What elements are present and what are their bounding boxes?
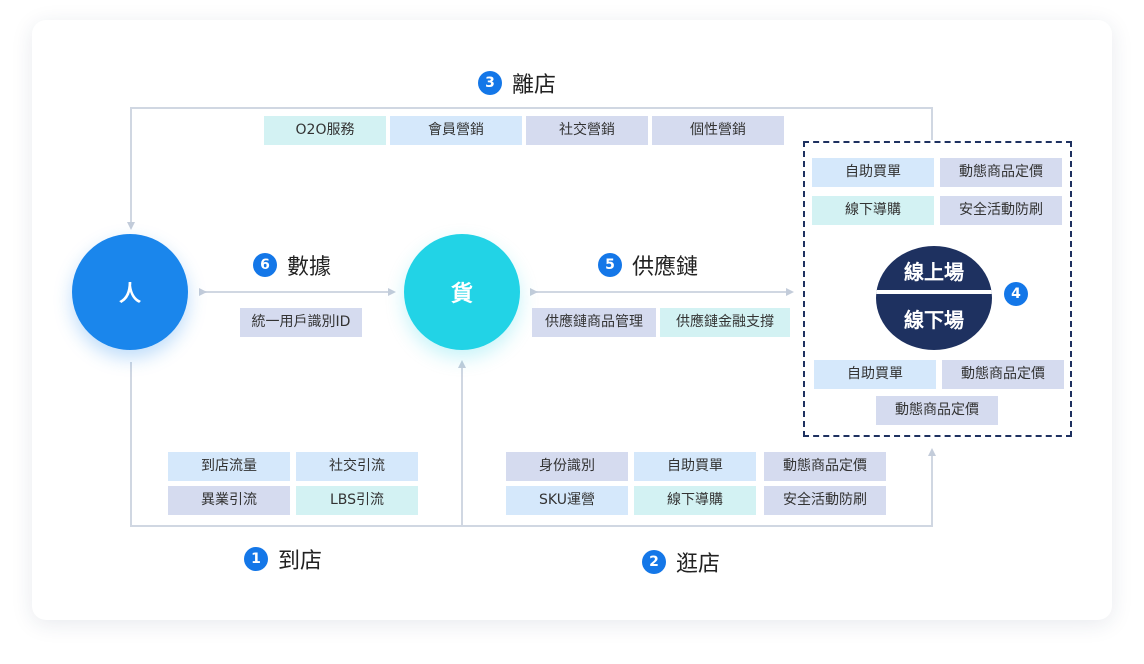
- tag-dynamic-pricing: 動態商品定價: [764, 452, 886, 481]
- goods-node: 貨: [404, 234, 520, 350]
- step-badge: 3: [478, 71, 502, 95]
- tag-supply-finance: 供應鏈金融支撐: [660, 308, 790, 337]
- tag-anti-fraud: 安全活動防刷: [940, 196, 1062, 225]
- tag-offline-guide: 線下導購: [634, 486, 756, 515]
- arrive-heading: 1 到店: [244, 543, 322, 575]
- tag-store-traffic: 到店流量: [168, 452, 290, 481]
- offline-scene-label: 線下場: [904, 308, 964, 332]
- bottom-flow-line: [130, 362, 936, 527]
- tag-self-checkout: 自助買單: [812, 158, 934, 187]
- tag-dynamic-pricing: 動態商品定價: [942, 360, 1064, 389]
- tag-dynamic-pricing: 動態商品定價: [940, 158, 1062, 187]
- tag-crossover-traffic: 異業引流: [168, 486, 290, 515]
- tag-lbs-traffic: LBS引流: [296, 486, 418, 515]
- supply-heading: 5 供應鏈: [598, 249, 698, 281]
- data-heading: 6 數據: [253, 249, 331, 281]
- scene-node: 線上場 線下場: [876, 246, 992, 350]
- heading-label: 到店: [278, 549, 323, 574]
- step-badge: 1: [244, 547, 268, 571]
- tag-offline-guide: 線下導購: [812, 196, 934, 225]
- tag-personal-marketing: 個性營銷: [652, 116, 784, 145]
- heading-label: 離店: [512, 73, 557, 98]
- step-badge: 2: [642, 550, 666, 574]
- tag-identity: 身份識別: [506, 452, 628, 481]
- scene-badge: 4: [1004, 282, 1028, 306]
- heading-label: 數據: [287, 255, 332, 280]
- tag-member-marketing: 會員營銷: [390, 116, 522, 145]
- tag-dynamic-pricing: 動態商品定價: [876, 396, 998, 425]
- leave-heading: 3 離店: [478, 67, 556, 99]
- step-badge: 5: [598, 253, 622, 277]
- leave-flow-line: [127, 107, 933, 230]
- tag-self-checkout: 自助買單: [634, 452, 756, 481]
- step-badge: 6: [253, 253, 277, 277]
- browse-heading: 2 逛店: [642, 546, 720, 578]
- tag-self-checkout: 自助買單: [814, 360, 936, 389]
- online-scene-label: 線上場: [904, 260, 964, 284]
- heading-label: 逛店: [676, 552, 721, 577]
- tag-o2o-service: O2O服務: [264, 116, 386, 145]
- tag-social-marketing: 社交營銷: [526, 116, 648, 145]
- tag-supply-product-mgmt: 供應鏈商品管理: [532, 308, 656, 337]
- tag-sku-operation: SKU運營: [506, 486, 628, 515]
- tag-anti-fraud: 安全活動防刷: [764, 486, 886, 515]
- heading-label: 供應鏈: [632, 255, 699, 280]
- scene-box: [803, 141, 1072, 437]
- scene-divider: [876, 290, 992, 294]
- tag-social-traffic: 社交引流: [296, 452, 418, 481]
- tag-unified-user-id: 統一用戶識別ID: [240, 308, 362, 337]
- person-node: 人: [72, 234, 188, 350]
